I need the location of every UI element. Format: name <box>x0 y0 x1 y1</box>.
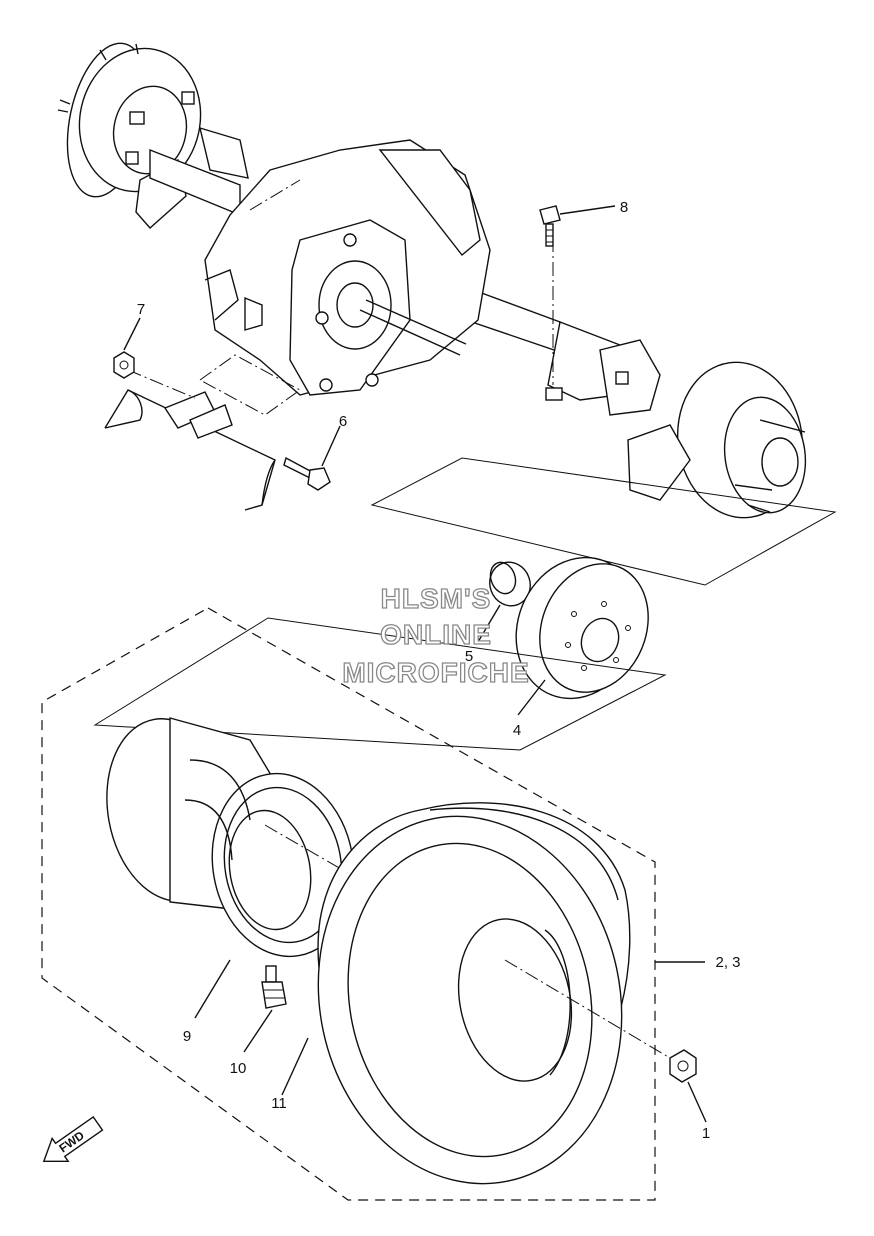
callout-4: 4 <box>513 722 521 739</box>
callout-10: 10 <box>230 1060 247 1077</box>
wheel-rim-part-9 <box>106 717 361 1019</box>
watermark-line-3: MICROFICHE <box>342 657 529 688</box>
right-brake-drum <box>627 361 807 519</box>
watermark: HLSM'S ONLINE MICROFICHE <box>342 582 530 688</box>
brake-drum-part-4 <box>515 556 649 716</box>
lug-nut-part-1 <box>669 1049 707 1123</box>
callout-1: 1 <box>702 1125 710 1142</box>
tire-part-11 <box>281 802 671 1185</box>
bolt-part-8 <box>539 205 616 247</box>
bolt-part-6 <box>283 425 341 491</box>
callout-9: 9 <box>183 1028 191 1045</box>
watermark-line-2: ONLINE <box>380 619 492 650</box>
callout-labels: 1 2, 3 4 5 6 7 8 9 10 11 <box>137 199 741 1142</box>
hub-cap-part-5 <box>477 561 531 643</box>
callout-11: 11 <box>271 1095 287 1112</box>
wheel-assembly-boundary <box>41 607 656 1201</box>
callout-5: 5 <box>465 648 473 665</box>
valve-stem-part-10 <box>243 965 287 1053</box>
differential-housing <box>204 139 491 396</box>
callout-6: 6 <box>339 413 347 430</box>
callout-7: 7 <box>137 301 145 318</box>
forward-direction-arrow-icon: FWD <box>42 1115 104 1163</box>
callout-8: 8 <box>620 199 628 216</box>
rear-axle-assembly <box>57 42 807 519</box>
axle-tube <box>149 126 661 416</box>
watermark-line-1: HLSM'S <box>381 583 492 614</box>
callout-2-3: 2, 3 <box>715 954 740 971</box>
frame-rail <box>104 354 301 511</box>
hub-guide-box <box>93 457 837 751</box>
nut-part-7 <box>113 317 141 379</box>
left-brake-drum <box>57 42 202 229</box>
upper-guide-lines <box>127 179 554 399</box>
